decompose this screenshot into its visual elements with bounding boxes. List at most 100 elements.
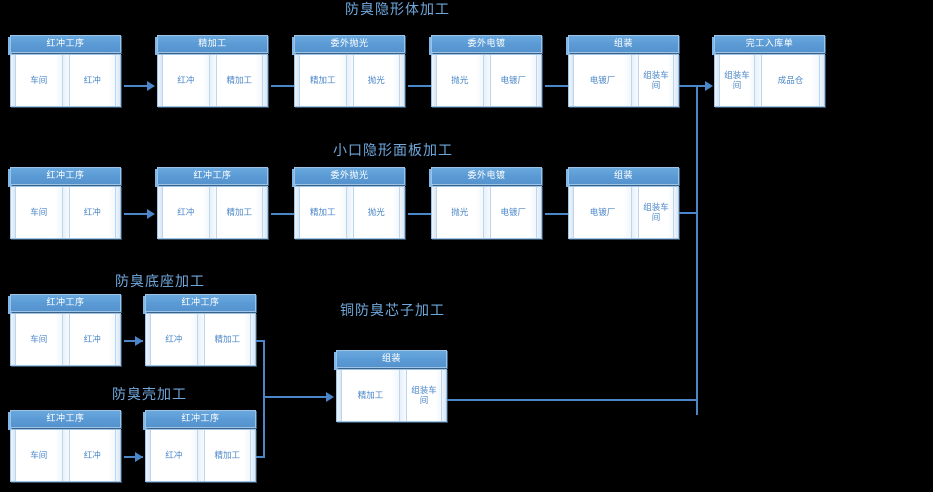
node-cell: 红冲 [69,55,115,106]
node-strip [295,187,300,238]
node-cell: 精加工 [342,370,399,421]
node-gap [208,187,217,238]
node-row4-hongchong-gongxu-2[interactable]: 红冲工序 红冲 精加工 [143,410,256,482]
connector-vertical-merge [263,340,265,457]
node-body: 电镀厂 组装车间 [568,54,679,107]
node-wangong-rukudan[interactable]: 完工入库单 组装车间 成品仓 [712,35,825,107]
node-cell: 组装车间 [407,370,441,421]
connector-arrow [705,81,713,91]
node-row2-weiwai-paoguang[interactable]: 委外抛光 精加工 抛光 [292,167,405,239]
node-row1-jingjiagong[interactable]: 精加工 红冲 精加工 [155,35,268,107]
node-gap [345,187,354,238]
node-row2-hongchong-gongxu-1[interactable]: 红冲工序 车间 红冲 [8,167,121,239]
node-cell: 车间 [16,55,62,106]
node-cell: 车间 [16,430,62,481]
connector-arrow [147,209,155,219]
node-body: 车间 红冲 [10,313,121,366]
node-cell: 车间 [16,187,62,238]
node-row1-zuzhuang[interactable]: 组装 电镀厂 组装车间 [566,35,679,107]
node-cell: 红冲 [163,187,209,238]
node-cell: 精加工 [216,55,262,106]
node-cell: 电镀厂 [574,55,631,106]
node-cell: 红冲 [163,55,209,106]
connector-line [545,85,569,87]
node-row3-hongchong-gongxu-1[interactable]: 红冲工序 车间 红冲 [8,294,121,366]
connector-line [124,456,143,458]
node-strip [569,55,574,106]
connector-line [271,85,295,87]
node-cell: 精加工 [204,314,250,365]
node-header-label: 委外抛光 [294,167,405,185]
node-cell: 红冲 [151,430,197,481]
node-cell: 电镀厂 [490,187,536,238]
connector-arrow [135,452,143,462]
section-title-fangchou-yinxingti: 防臭隐形体加工 [345,2,450,18]
node-row5-zuzhuang[interactable]: 组装 精加工 组装车间 [334,350,447,422]
node-header-label: 组装 [336,350,447,368]
connector-line [545,213,569,215]
node-header-label: 委外电镀 [431,35,542,53]
node-strip [158,187,163,238]
node-gap [482,187,491,238]
section-title-fangchou-ke: 防臭壳加工 [112,387,187,403]
node-cell: 精加工 [204,430,250,481]
node-strip [11,187,16,238]
node-strip [819,55,824,106]
connector-line [124,340,143,342]
connector-line [124,85,148,87]
node-header-label: 完工入库单 [714,35,825,53]
node-row2-weiwai-diandu[interactable]: 委外电镀 抛光 电镀厂 [429,167,542,239]
node-row1-weiwai-diandu[interactable]: 委外电镀 抛光 电镀厂 [429,35,542,107]
node-header-label: 委外抛光 [294,35,405,53]
node-header-label: 红冲工序 [10,294,121,312]
node-row3-hongchong-gongxu-2[interactable]: 红冲工序 红冲 精加工 [143,294,256,366]
node-cell: 电镀厂 [574,187,631,238]
node-strip [146,430,151,481]
node-cell: 电镀厂 [490,55,536,106]
node-body: 精加工 抛光 [294,54,405,107]
node-header-label: 红冲工序 [10,167,121,185]
node-body: 车间 红冲 [10,186,121,239]
node-row1-hongchong-gongxu[interactable]: 红冲工序 车间 红冲 [8,35,121,107]
node-row1-weiwai-paoguang[interactable]: 委外抛光 精加工 抛光 [292,35,405,107]
node-gap [61,55,70,106]
connector-line-row5-to-bus [447,399,698,401]
node-gap [61,430,70,481]
node-body: 精加工 组装车间 [336,369,447,422]
node-cell: 红冲 [69,430,115,481]
node-gap [61,187,70,238]
node-body: 红冲 精加工 [157,186,268,239]
node-row2-zuzhuang[interactable]: 组装 电镀厂 组装车间 [566,167,679,239]
node-strip [250,314,255,365]
node-body: 抛光 电镀厂 [431,186,542,239]
node-strip [11,430,16,481]
node-strip [536,187,541,238]
node-strip [441,370,446,421]
node-strip [337,370,342,421]
node-strip [673,187,678,238]
node-cell: 成品仓 [762,55,819,106]
node-strip [569,187,574,238]
node-cell: 抛光 [437,55,483,106]
node-header-label: 红冲工序 [157,167,268,185]
node-header-label: 红冲工序 [145,410,256,428]
node-gap [208,55,217,106]
node-strip [262,55,267,106]
connector-line [408,213,432,215]
node-body: 车间 红冲 [10,54,121,107]
node-gap [61,314,70,365]
node-strip [673,55,678,106]
node-strip [115,55,120,106]
node-strip [399,55,404,106]
node-row2-hongchong-gongxu-2[interactable]: 红冲工序 红冲 精加工 [155,167,268,239]
connector-line-merge-into-warehouse [679,85,709,87]
node-body: 电镀厂 组装车间 [568,186,679,239]
node-body: 组装车间 成品仓 [714,54,825,107]
node-body: 红冲 精加工 [157,54,268,107]
node-gap [754,55,762,106]
node-strip [11,55,16,106]
node-gap [399,370,407,421]
node-gap [345,55,354,106]
node-strip [115,187,120,238]
node-row4-hongchong-gongxu-1[interactable]: 红冲工序 车间 红冲 [8,410,121,482]
